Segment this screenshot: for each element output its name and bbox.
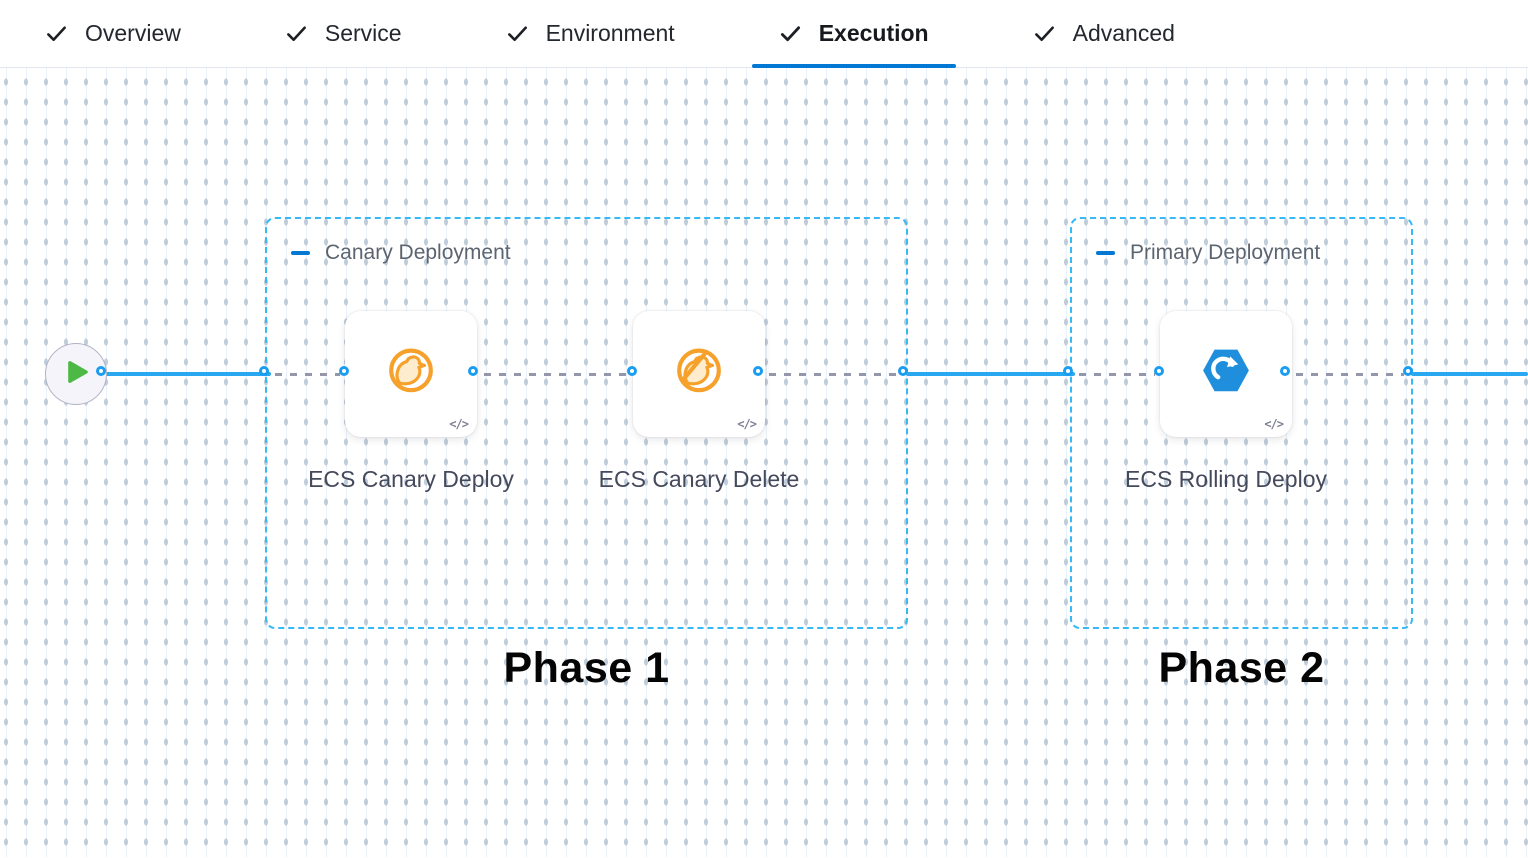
connector-port[interactable] xyxy=(1063,366,1073,376)
connector-port[interactable] xyxy=(96,366,106,376)
check-icon xyxy=(779,22,802,45)
tab-label: Execution xyxy=(818,20,929,46)
stage-group-primary-deployment: Primary Deployment xyxy=(1070,217,1413,629)
tab-environment[interactable]: Environment xyxy=(506,0,675,68)
pipeline-canvas[interactable]: Canary Deployment Primary Deployment </>… xyxy=(0,68,1528,857)
connector-port[interactable] xyxy=(753,366,763,376)
step-node-ecs-canary-deploy[interactable]: </> xyxy=(345,311,477,437)
code-icon: </> xyxy=(737,417,757,431)
connector-port[interactable] xyxy=(1403,366,1413,376)
code-icon: </> xyxy=(449,417,469,431)
connector-line xyxy=(104,372,271,376)
check-icon xyxy=(285,22,308,45)
step-node-ecs-rolling-deploy[interactable]: </> xyxy=(1160,311,1292,437)
collapse-minus-icon[interactable] xyxy=(291,251,310,255)
connector-line-dashed xyxy=(484,373,628,376)
connector-port[interactable] xyxy=(1154,366,1164,376)
stage-group-header[interactable]: Canary Deployment xyxy=(291,241,511,265)
connector-port[interactable] xyxy=(259,366,269,376)
collapse-minus-icon[interactable] xyxy=(1096,251,1115,255)
connector-line-dashed xyxy=(1079,373,1155,376)
pipeline-start-node[interactable] xyxy=(45,343,107,405)
stage-group-title: Primary Deployment xyxy=(1130,241,1321,264)
connector-line xyxy=(906,372,1075,376)
connector-port[interactable] xyxy=(1280,366,1290,376)
tab-label: Environment xyxy=(545,20,675,46)
stage-group-title: Canary Deployment xyxy=(325,241,511,264)
canary-deploy-icon xyxy=(386,345,436,400)
tab-service[interactable]: Service xyxy=(285,0,402,68)
connector-line-dashed xyxy=(1296,373,1404,376)
tab-advanced[interactable]: Advanced xyxy=(1033,0,1175,68)
stage-group-canary-deployment: Canary Deployment xyxy=(265,217,908,629)
ecs-rolling-icon xyxy=(1200,346,1252,399)
connector-port[interactable] xyxy=(898,366,908,376)
stage-group-header[interactable]: Primary Deployment xyxy=(1096,241,1320,265)
code-icon: </> xyxy=(1264,417,1284,431)
connector-line xyxy=(1411,372,1528,376)
step-node-ecs-canary-delete[interactable]: </> xyxy=(633,311,765,437)
phase-annotation: Phase 2 xyxy=(1158,644,1325,692)
step-label: ECS Rolling Deploy xyxy=(1125,466,1327,492)
connector-port[interactable] xyxy=(468,366,478,376)
play-icon xyxy=(63,360,89,389)
check-icon xyxy=(506,22,529,45)
phase-annotation: Phase 1 xyxy=(503,644,670,692)
check-icon xyxy=(45,22,68,45)
connector-line-dashed xyxy=(769,373,899,376)
stage-config-tabbar: Overview Service Environment Execution A… xyxy=(0,0,1528,68)
tab-label: Service xyxy=(324,20,402,46)
check-icon xyxy=(1033,22,1056,45)
tab-label: Advanced xyxy=(1072,20,1175,46)
tab-overview[interactable]: Overview xyxy=(45,0,181,68)
connector-port[interactable] xyxy=(339,366,349,376)
canary-delete-icon xyxy=(674,345,724,400)
connector-port[interactable] xyxy=(627,366,637,376)
connector-line-dashed xyxy=(275,373,340,376)
tab-label: Overview xyxy=(85,20,181,46)
step-label: ECS Canary Deploy xyxy=(308,466,514,492)
tab-execution[interactable]: Execution xyxy=(751,0,956,68)
step-label: ECS Canary Delete xyxy=(598,466,800,492)
